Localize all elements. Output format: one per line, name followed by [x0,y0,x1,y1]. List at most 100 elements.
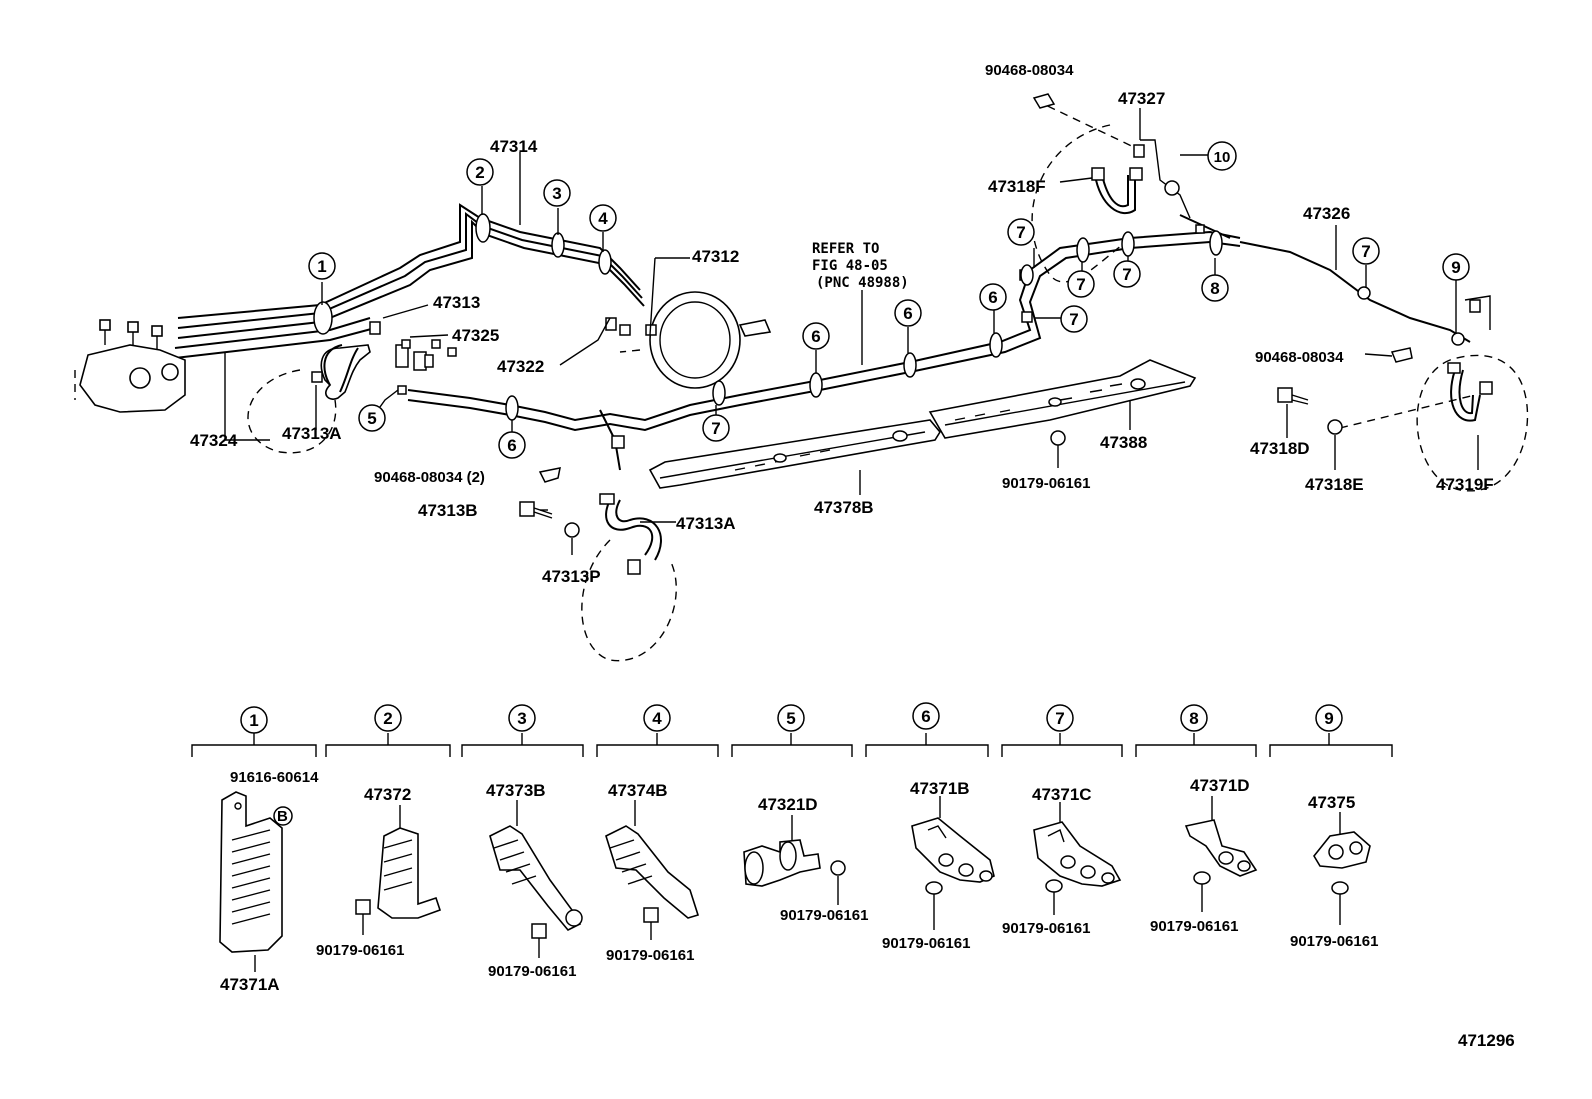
svg-text:3: 3 [517,709,526,728]
legend-part: 90179-06161 [882,935,970,952]
label-90468-08034-2: 90468-08034 (2) [374,469,485,486]
label-47324: 47324 [190,431,238,450]
svg-text:7: 7 [1361,242,1370,261]
legend-callout-9: 9 [1315,704,1343,732]
svg-text:2: 2 [383,709,392,728]
label-47326: 47326 [1303,204,1350,223]
legend-callout-5: 5 [777,704,805,732]
legend-part: 91616-60614 [230,769,319,786]
legend-callout-2: 2 [374,704,402,732]
pipe-clamps [313,213,1223,421]
label-47318F: 47318F [988,177,1046,196]
legend-part: 47371A [220,975,280,994]
svg-text:8: 8 [1210,279,1219,298]
svg-text:5: 5 [786,709,795,728]
svg-text:5: 5 [367,409,376,428]
legend-part: 90179-06161 [1002,920,1090,937]
label-47313A: 47313A [282,424,342,443]
legend-callout-4: 4 [643,704,671,732]
legend-part: 47373B [486,781,546,800]
legend-part: 90179-06161 [488,963,576,980]
svg-text:7: 7 [1016,223,1025,242]
label-90468-08034: 90468-08034 [1255,349,1344,366]
clamp-47374B: 47374B 90179-06161 [605,781,700,964]
svg-text:10: 10 [1214,149,1231,166]
refer-to-line1: REFER TO [812,241,879,257]
label-47313: 47313 [433,293,480,312]
svg-text:9: 9 [1451,258,1460,277]
svg-text:2: 2 [475,163,484,182]
label-47313P: 47313P [542,567,601,586]
svg-text:1: 1 [317,257,326,276]
svg-text:1: 1 [249,711,258,730]
callout-5: 5 [358,404,386,432]
rear-right-wheel-outline [1416,354,1529,492]
skid-plate-47388 [928,359,1197,468]
svg-text:3: 3 [552,184,561,203]
clamp-47372: 47372 90179-06161 [316,785,442,959]
legend-badge-b: B [277,808,288,825]
svg-text:6: 6 [921,707,930,726]
front-left-wheel-outline [247,369,337,454]
svg-text:7: 7 [711,419,720,438]
callout-7: 7 [1352,237,1380,265]
part-labels: 47314 47312 47313 47325 47322 47324 4731… [190,62,1494,586]
clamp-47373B: 47373B 90179-06161 [486,781,583,980]
label-47313B: 47313B [418,501,478,520]
legend-part: 90179-06161 [1290,933,1378,950]
label-47322: 47322 [497,357,544,376]
callout-8: 8 [1201,274,1229,302]
flex-hoses [320,174,1481,561]
svg-text:7: 7 [1076,275,1085,294]
skid-plate-47378B [648,419,941,489]
svg-text:7: 7 [1069,310,1078,329]
clamp-47371A: B 91616-60614 47371A [219,769,319,994]
legend-part: 47371C [1032,785,1092,804]
svg-text:7: 7 [1122,265,1131,284]
callout-6: 6 [498,431,526,459]
legend-part: 90179-06161 [316,942,404,959]
svg-text:8: 8 [1189,709,1198,728]
label-47312: 47312 [692,247,739,266]
brake-booster [619,291,772,389]
legend-part: 90179-06161 [780,907,868,924]
legend-brackets [191,733,1393,757]
label-90179-06161: 90179-06161 [1002,475,1090,492]
label-47388: 47388 [1100,433,1147,452]
legend-callout-8: 8 [1180,704,1208,732]
label-47325: 47325 [452,326,499,345]
legend-callout-7: 7 [1046,704,1074,732]
fittings [311,144,1493,575]
callout-4: 4 [589,204,617,232]
svg-text:6: 6 [988,288,997,307]
legend-part: 90179-06161 [606,947,694,964]
label-47319F: 47319F [1436,475,1494,494]
svg-text:4: 4 [598,209,608,228]
label-47378B: 47378B [814,498,874,517]
legend-part: 47371B [910,779,970,798]
legend-part: 90179-06161 [1150,918,1238,935]
svg-text:4: 4 [652,709,662,728]
svg-text:6: 6 [903,304,912,323]
callout-2: 2 [466,158,494,186]
callout-6: 6 [802,322,830,350]
refer-to-line3: (PNC 48988) [816,275,909,291]
svg-text:6: 6 [811,327,820,346]
legend-part: 47374B [608,781,668,800]
callout-7: 7 [1067,270,1095,298]
callout-7: 7 [702,414,730,442]
callout-6: 6 [979,283,1007,311]
callout-10: 10 [1207,141,1237,171]
clamp-47371C: 47371C 90179-06161 [1002,785,1122,937]
callout-1: 1 [308,252,336,280]
legend-callout-3: 3 [508,704,536,732]
label-47318D: 47318D [1250,439,1310,458]
legend-callout-6: 6 [912,702,940,730]
callout-7: 7 [1113,260,1141,288]
label-47314: 47314 [490,137,538,156]
clamp-legend: 1 2 3 4 5 6 7 8 9 B 91616-60614 47371A 4… [191,702,1393,994]
callout-7: 7 [1060,305,1088,333]
legend-part: 47371D [1190,776,1250,795]
clamp-47371B: 47371B 90179-06161 [882,779,995,952]
